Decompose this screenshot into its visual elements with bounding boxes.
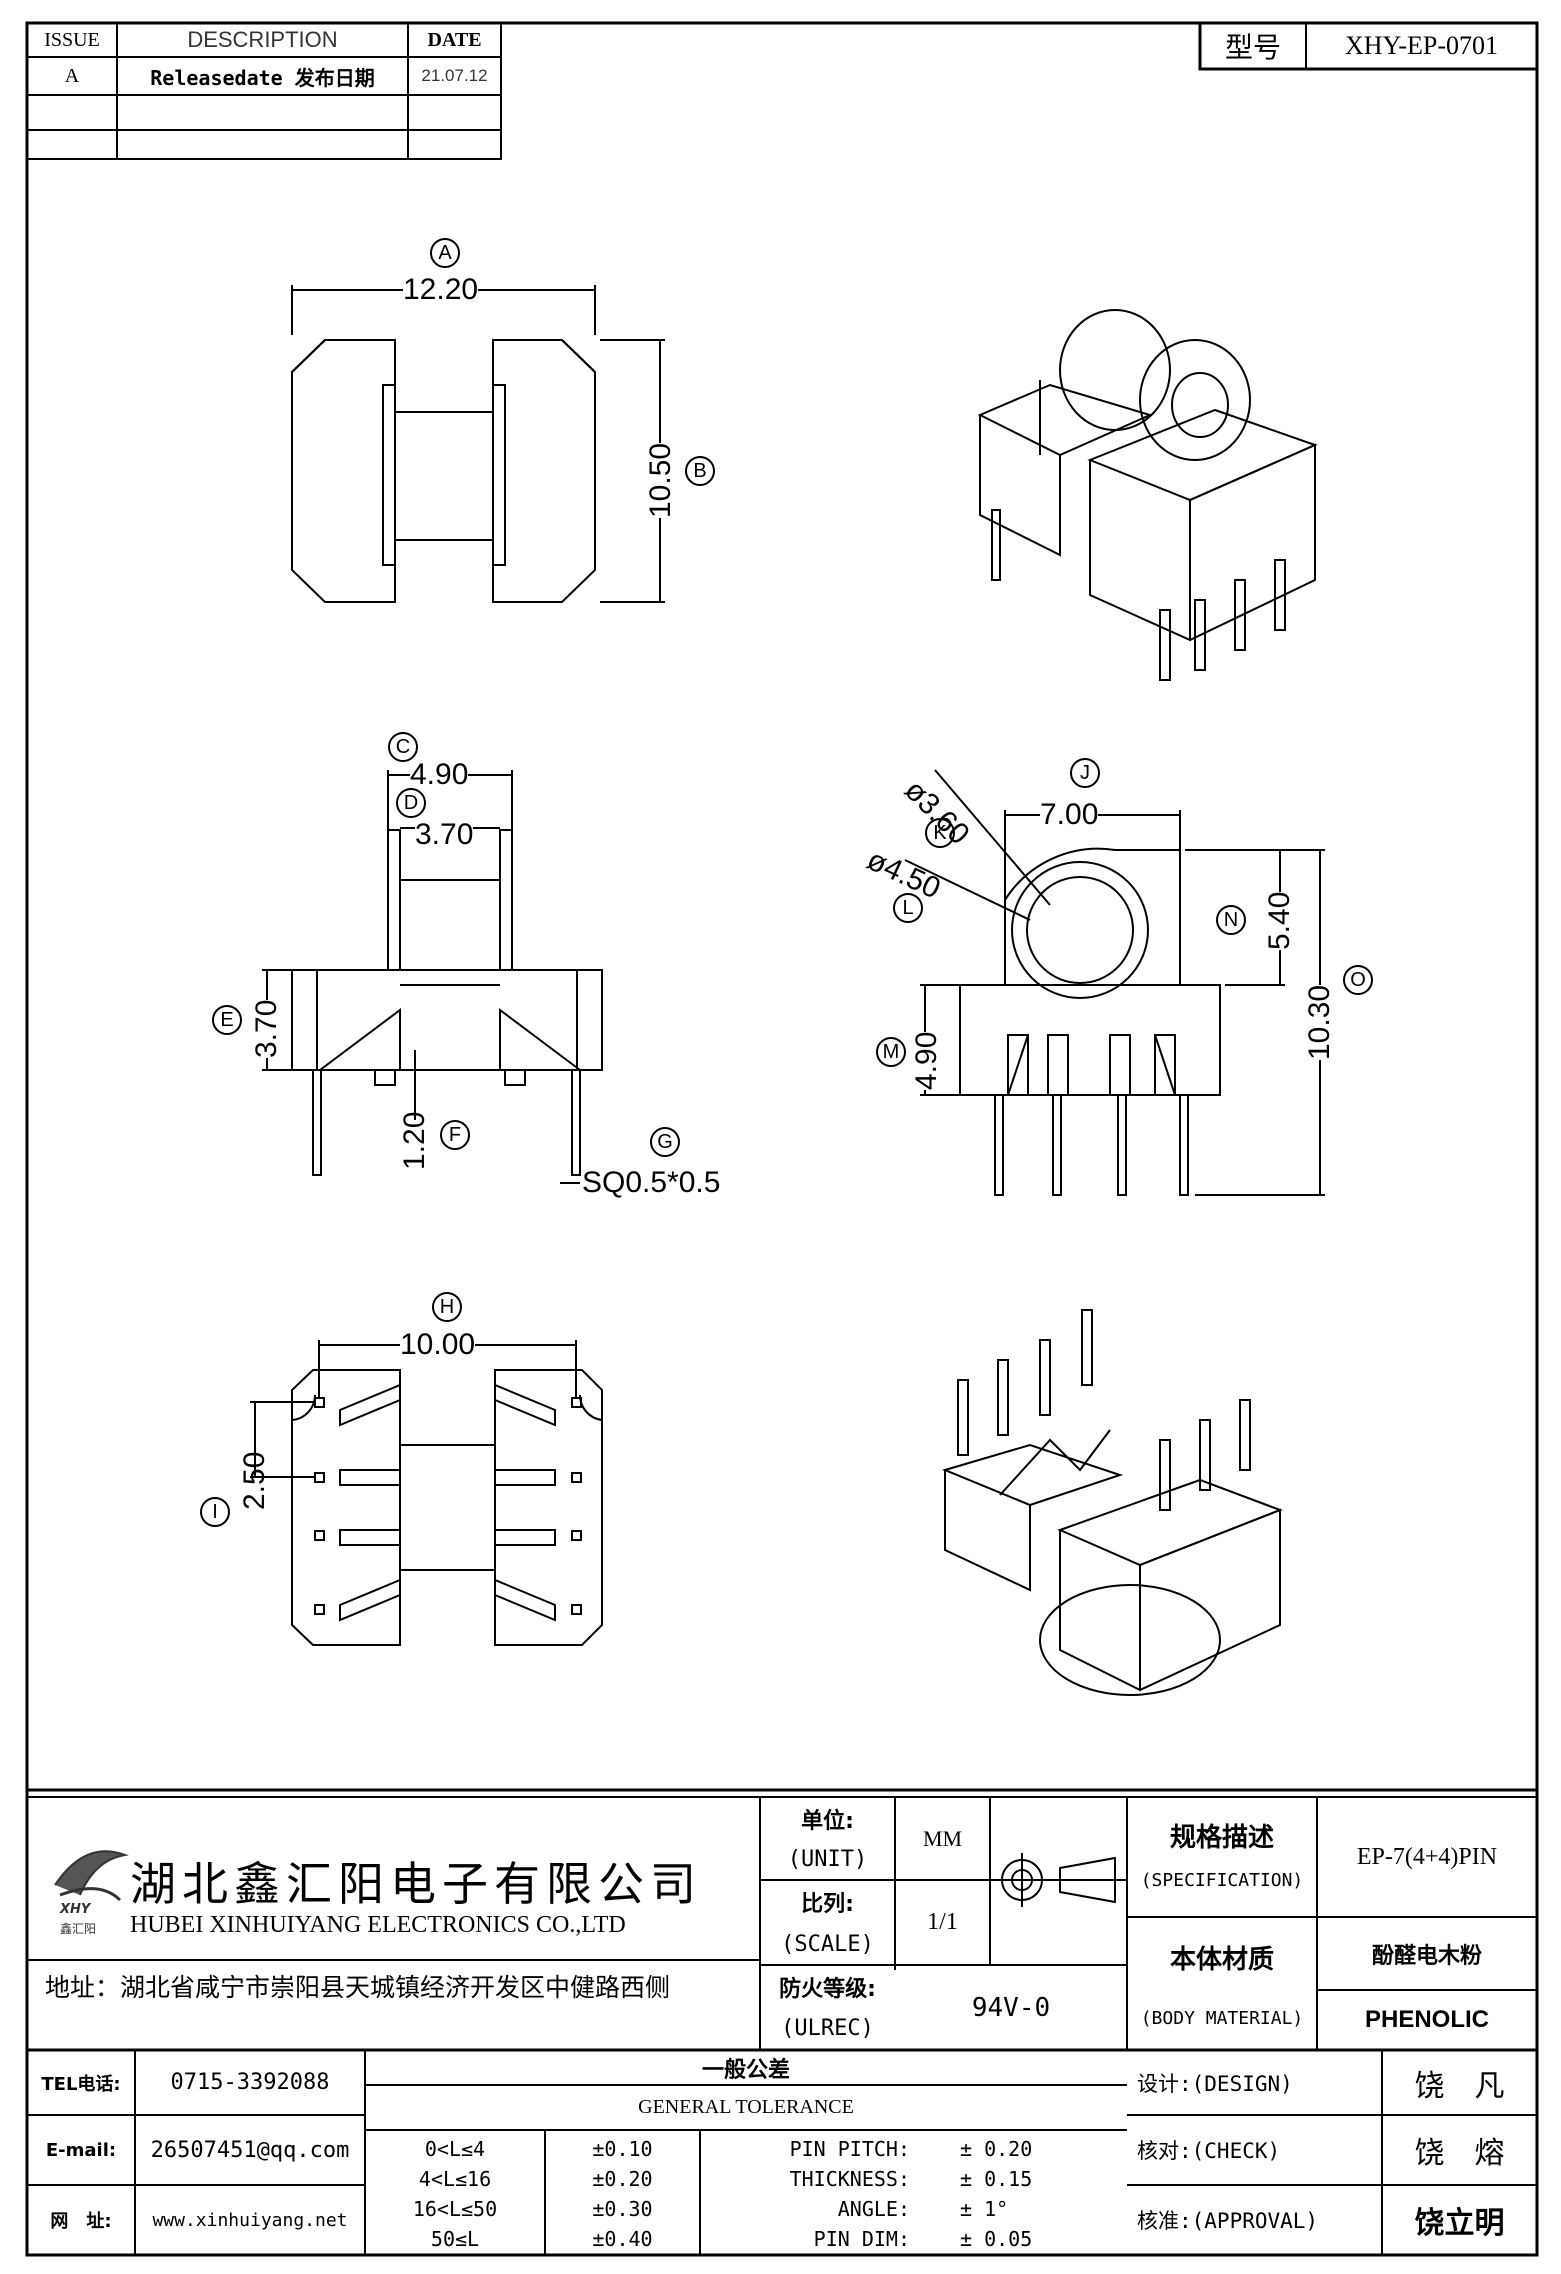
tel-value: 0715-3392088 [170, 2070, 330, 2095]
ulrec-label-en: (ULREC) [781, 2015, 874, 2041]
scale-value: 1/1 [927, 1909, 958, 1935]
tol-range-0: 0<L≤4 [424, 2137, 486, 2161]
rev-header-date: DATE [427, 28, 482, 51]
rev-row-date: 21.07.12 [421, 66, 488, 85]
model-value: XHY-EP-0701 [1344, 31, 1499, 60]
revision-table-grid [26, 22, 502, 160]
scale-label-cn: 比列: [801, 1892, 854, 1917]
dim-bubble-d: D [396, 788, 426, 818]
dim-value-d: 3.70 [415, 818, 474, 851]
unit-label-cn: 单位: [801, 1809, 854, 1834]
dim-bubble-i: I [200, 1497, 230, 1527]
model-box-grid [1198, 21, 1539, 71]
title-block-grid [27, 1788, 1537, 2255]
iso-view-top [977, 309, 1318, 681]
spec-label-cn: 规格描述 [1169, 1822, 1274, 1853]
tol-item-2: ANGLE: [837, 2197, 910, 2221]
tol-range-2: 16<L≤50 [412, 2197, 498, 2221]
email-label: E-mail: [45, 2139, 117, 2161]
rev-row-issue: A [64, 64, 80, 87]
company-logo [54, 1850, 129, 1902]
rev-header-description: DESCRIPTION [187, 27, 338, 52]
dim-bubble-h: H [432, 1292, 462, 1322]
dim-bubble-o: O [1343, 965, 1373, 995]
front-view [904, 769, 1325, 1196]
dim-value-i: 2.50 [238, 1451, 271, 1510]
company-address: 地址：湖北省咸宁市崇阳县天城镇经济开发区中健路西侧 [45, 1973, 671, 2002]
tol-range-3: 50≤L [430, 2227, 480, 2251]
dim-bubble-m: M [876, 1037, 906, 1067]
dim-value-a: 12.20 [403, 273, 479, 306]
dim-value-o: 10.30 [1303, 984, 1336, 1060]
dim-value-n: 5.40 [1263, 891, 1296, 950]
tol-range-1: 4<L≤16 [418, 2167, 492, 2191]
dim-value-g: SQ0.5*0.5 [582, 1166, 721, 1199]
body-value-cn: 酚醛电木粉 [1371, 1943, 1482, 1969]
design-label: 设计:(DESIGN) [1137, 2071, 1293, 2096]
tol-item-value-1: ± 0.15 [960, 2167, 1033, 2191]
dim-value-f: 1.20 [398, 1111, 431, 1170]
tol-item-3: PIN DIM: [813, 2227, 910, 2251]
design-name: 饶 凡 [1414, 2068, 1505, 2104]
rev-row-description: Releasedate 发布日期 [150, 65, 375, 90]
tol-item-value-0: ± 0.20 [960, 2137, 1033, 2161]
rev-header-issue: ISSUE [44, 28, 100, 51]
iso-view-bottom [941, 1309, 1283, 1696]
check-name: 饶 熔 [1414, 2136, 1505, 2171]
spec-label-en: (SPECIFICATION) [1140, 1869, 1304, 1891]
model-label: 型号 [1224, 31, 1281, 64]
unit-label-en: (UNIT) [787, 1846, 868, 1872]
web-label: 网 址: [50, 2211, 112, 2232]
tol-item-value-2: ± 1° [960, 2197, 1009, 2221]
scale-label-en: (SCALE) [781, 1931, 874, 1957]
dim-value-m: 4.90 [910, 1031, 943, 1090]
approval-name: 饶立明 [1414, 2206, 1505, 2241]
sheet-border [25, 21, 1539, 2257]
dim-value-b: 10.50 [644, 442, 677, 518]
tol-value-1: ±0.20 [592, 2167, 653, 2191]
tol-item-value-3: ± 0.05 [960, 2227, 1033, 2251]
body-label-en: (BODY MATERIAL) [1140, 2007, 1304, 2029]
tol-value-0: ±0.10 [592, 2137, 653, 2161]
bottom-view [250, 1340, 603, 1646]
logo-text: XHY [60, 1902, 91, 1917]
tolerance-title-cn: 一般公差 [701, 2057, 790, 2083]
unit-value: MM [922, 1825, 963, 1851]
top-view [291, 285, 665, 603]
dim-bubble-e: E [212, 1005, 242, 1035]
dim-bubble-a: A [430, 238, 460, 268]
tol-item-0: PIN PITCH: [789, 2137, 910, 2161]
dim-bubble-b: B [685, 456, 715, 486]
email-value[interactable]: 26507451@qq.com [150, 2137, 350, 2163]
dim-bubble-c: C [388, 732, 418, 762]
dim-value-j: 7.00 [1040, 798, 1099, 831]
logo-subtext: 鑫汇阳 [60, 1922, 97, 1936]
dim-value-c: 4.90 [410, 758, 469, 791]
dim-value-h: 10.00 [400, 1328, 476, 1361]
approval-label: 核准:(APPROVAL) [1137, 2209, 1319, 2233]
ulrec-label-cn: 防火等级: [779, 1977, 876, 2002]
dim-bubble-l: L [893, 893, 923, 923]
dim-value-e: 3.70 [250, 999, 283, 1058]
tolerance-title-en: GENERAL TOLERANCE [638, 2096, 854, 2118]
tol-item-1: THICKNESS: [789, 2167, 910, 2191]
body-value-en: PHENOLIC [1364, 2006, 1489, 2033]
web-value[interactable]: www.xinhuiyang.net [152, 2209, 348, 2231]
dim-bubble-k: K [925, 818, 955, 848]
company-name-en: HUBEI XINHUIYANG ELECTRONICS CO.,LTD [130, 1912, 626, 1938]
projection-symbol [995, 1853, 1116, 1907]
tol-value-2: ±0.30 [592, 2197, 653, 2221]
dim-bubble-n: N [1216, 905, 1246, 935]
company-name-cn: 湖北鑫汇阳电子有限公司 [130, 1859, 702, 1910]
tol-value-3: ±0.40 [592, 2227, 653, 2251]
tel-label: TEL电话: [41, 2073, 121, 2095]
ulrec-value: 94V-0 [971, 1992, 1051, 2023]
check-label: 核对:(CHECK) [1137, 2139, 1281, 2163]
dim-bubble-f: F [440, 1120, 470, 1150]
dim-bubble-j: J [1070, 758, 1100, 788]
spec-value: EP-7(4+4)PIN [1356, 1843, 1498, 1870]
body-label-cn: 本体材质 [1169, 1944, 1274, 1975]
dim-bubble-g: G [650, 1127, 680, 1157]
